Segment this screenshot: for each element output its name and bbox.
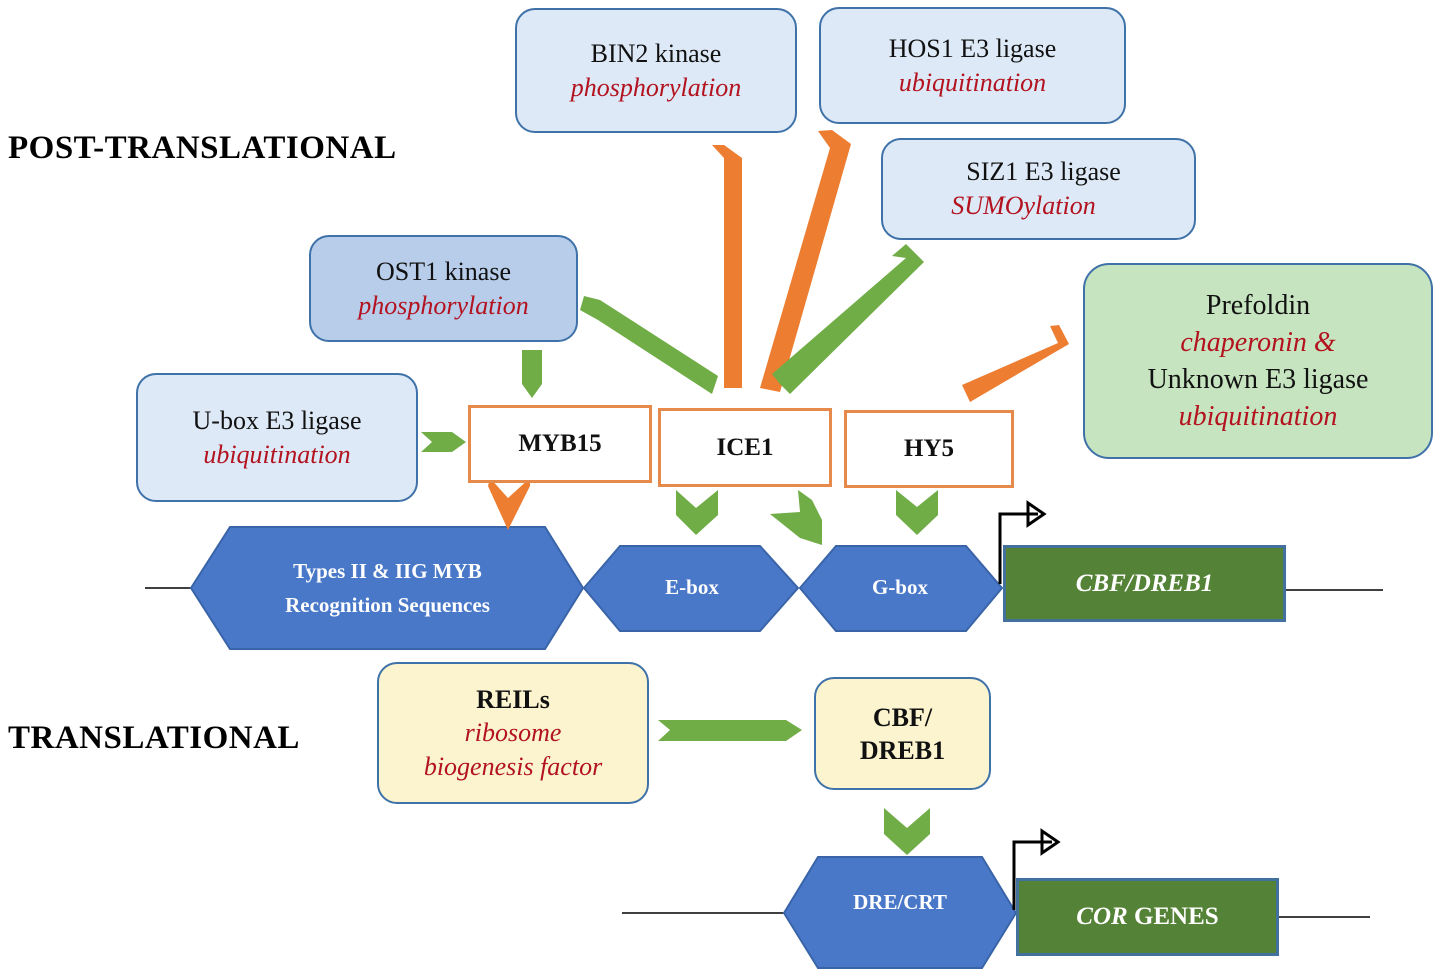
ice1-to-g-box-arrow xyxy=(770,490,822,545)
bin2-kinase-box: BIN2 kinase phosphorylation xyxy=(515,8,797,133)
reils-name: REILs xyxy=(476,684,550,714)
myb-sequence-line-2: Recognition Sequences xyxy=(285,593,490,617)
ost1-to-myb15-arrow xyxy=(522,350,542,398)
g-box-shape xyxy=(798,545,1004,632)
prefoldin-process-1: chaperonin & xyxy=(1180,327,1336,358)
bin2-process: phosphorylation xyxy=(570,72,742,102)
reils-process-2: biogenesis factor xyxy=(423,751,603,781)
ice1-box: ICE1 xyxy=(658,408,832,487)
myb15-to-sequence-arrow xyxy=(488,478,530,530)
cor-genes-box: COR GENES xyxy=(1016,878,1279,956)
siz1-ligase-box: SIZ1 E3 ligase SUMOylation xyxy=(881,138,1196,240)
tss-arrowhead-cbf-icon xyxy=(1026,500,1047,528)
cbf-dreb1-gene: CBF/DREB1 xyxy=(1003,545,1286,622)
g-box-label: G-box xyxy=(871,575,928,599)
bin2-name: BIN2 kinase xyxy=(590,38,722,68)
ubox-process: ubiquitination xyxy=(203,439,351,469)
prefoldin-box: Prefoldin chaperonin & Unknown E3 ligase… xyxy=(1083,263,1433,459)
translational-label: TRANSLATIONAL xyxy=(8,720,300,756)
myb-sequence-line-1: Types II & IIG MYB xyxy=(293,559,482,583)
reils-process-1: ribosome xyxy=(464,717,562,747)
e-box-label: E-box xyxy=(665,575,719,599)
bin2-to-ice1-arrow xyxy=(712,145,742,388)
cbf-dreb1-protein-box: CBF/ DREB1 xyxy=(814,677,991,790)
cor-genes-rest: GENES xyxy=(1127,903,1219,930)
hos1-ligase-box: HOS1 E3 ligase ubiquitination xyxy=(819,7,1126,124)
hy5-box: HY5 xyxy=(844,410,1014,488)
ost1-process: phosphorylation xyxy=(358,290,529,320)
ost1-name: OST1 kinase xyxy=(375,256,512,286)
reils-box: REILs ribosome biogenesis factor xyxy=(377,662,649,804)
dre-crt-label: DRE/CRT xyxy=(853,890,947,914)
post-translational-label: POST-TRANSLATIONAL xyxy=(8,130,397,166)
siz1-name: SIZ1 E3 ligase xyxy=(966,157,1121,186)
hos1-to-ice1-arrow xyxy=(760,130,851,392)
ubox-name: U-box E3 ligase xyxy=(192,405,362,435)
dre-crt-shape xyxy=(782,856,1018,969)
cbf-protein-line-1: CBF/ xyxy=(872,702,933,732)
prefoldin-process-2: ubiquitination xyxy=(1178,401,1338,432)
reils-to-cbf-arrow xyxy=(658,720,802,741)
ubox-ligase-box: U-box E3 ligase ubiquitination xyxy=(136,373,418,502)
hos1-name: HOS1 E3 ligase xyxy=(888,33,1057,63)
hos1-process: ubiquitination xyxy=(898,67,1047,97)
cbf-to-dre-arrow xyxy=(884,808,930,855)
e-box-shape xyxy=(582,545,800,632)
ost1-kinase-box: OST1 kinase phosphorylation xyxy=(309,235,578,342)
tss-arrow-cor xyxy=(1012,840,1052,910)
cbf-protein-line-2: DREB1 xyxy=(859,735,946,765)
ost1-to-ice1-arrow xyxy=(580,296,718,394)
prefoldin-name: Prefoldin xyxy=(1205,290,1311,321)
myb-recognition-sequence-shape xyxy=(189,526,585,650)
tss-arrowhead-cor-icon xyxy=(1040,828,1061,856)
hy5-to-g-box-arrow xyxy=(896,490,938,535)
ubox-to-myb15-arrow xyxy=(421,432,466,452)
siz1-to-ice1-arrow xyxy=(772,244,924,394)
prefoldin-to-hy5-arrow xyxy=(962,325,1069,402)
siz1-process: SUMOylation xyxy=(951,191,1096,220)
cor-genes-italic: COR xyxy=(1076,903,1128,930)
myb15-box: MYB15 xyxy=(468,405,652,483)
prefoldin-name-2: Unknown E3 ligase xyxy=(1147,364,1369,395)
tss-arrow-cbf xyxy=(998,512,1038,584)
myb-recognition-sequence-label: Types II & IIG MYB Recognition Sequences xyxy=(230,554,545,622)
ice1-to-e-box-arrow xyxy=(676,490,718,535)
